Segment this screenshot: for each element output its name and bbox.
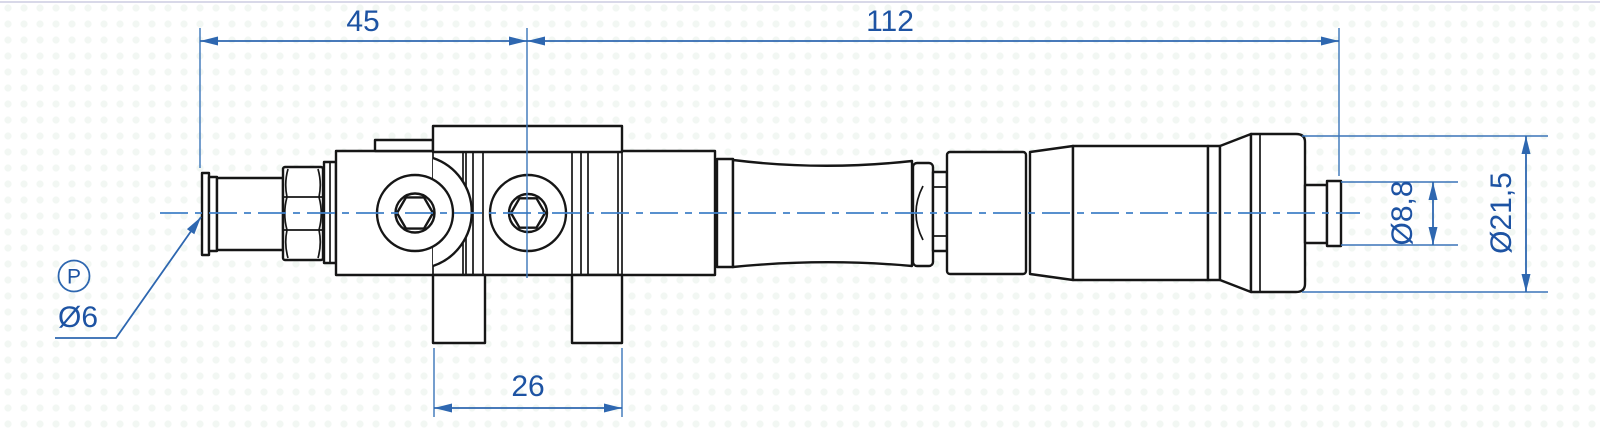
- dim-dia-21-5: Ø21,5: [1485, 136, 1531, 292]
- clamp-right-leg: [570, 273, 624, 345]
- arrowhead: [1428, 227, 1438, 245]
- dim-45-value: 45: [346, 5, 379, 38]
- port-balloon-label: P: [67, 266, 81, 289]
- top-border-line: [0, 1, 1600, 3]
- dim-112-value: 112: [866, 5, 914, 38]
- arrowhead: [434, 403, 452, 413]
- ext-lines-exhaust-dia: [1341, 181, 1458, 246]
- clamp-left-leg: [431, 273, 487, 345]
- ext-lines-silencer-dia: [1302, 135, 1548, 293]
- dim-26: 26: [434, 370, 622, 413]
- leader-line: [55, 216, 202, 339]
- arrowhead: [604, 403, 622, 413]
- body-top-step: [373, 138, 435, 153]
- arrowhead: [1428, 182, 1438, 200]
- leader-arrowhead: [186, 217, 201, 235]
- part-outline: [200, 124, 1343, 345]
- dim-dia-6-value: Ø6: [58, 301, 98, 334]
- silencer-connector: [911, 161, 949, 268]
- dim-26-value: 26: [511, 370, 544, 403]
- arrowhead: [527, 36, 545, 46]
- dim-112: 112: [527, 5, 1339, 46]
- arrowhead: [1521, 136, 1531, 154]
- port-balloon-circle: [57, 259, 91, 293]
- port-callout: P Ø6: [55, 216, 202, 339]
- dimension-layer: 45 112 26 Ø8,8: [55, 5, 1548, 417]
- arrowhead: [1321, 36, 1339, 46]
- port-cylinder: [215, 176, 285, 252]
- dim-dia-8-8-value: Ø8,8: [1386, 180, 1419, 245]
- exhaust-nipple: [1303, 183, 1329, 245]
- dim-dia-8-8: Ø8,8: [1386, 180, 1438, 246]
- dim-45: 45: [200, 5, 527, 46]
- dim-dia-21-5-value: Ø21,5: [1485, 172, 1518, 254]
- arrowhead: [1521, 274, 1531, 292]
- ext-lines-clamp: [433, 348, 623, 417]
- arrowhead: [200, 36, 218, 46]
- arrowhead: [509, 36, 527, 46]
